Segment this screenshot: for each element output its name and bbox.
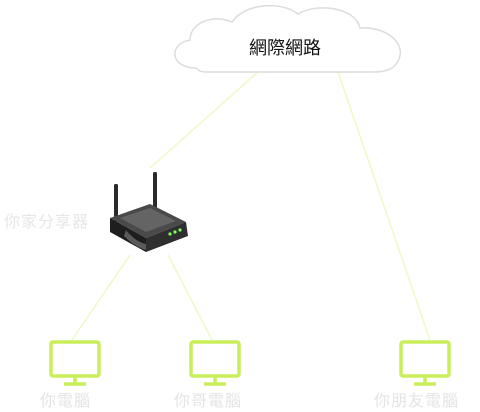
your-pc-label: 你電腦: [40, 391, 92, 410]
monitor-icon: [399, 340, 451, 386]
link-router-brother-pc: [167, 254, 213, 341]
brother-pc-label: 你哥電腦: [174, 391, 243, 410]
link-router-your-pc: [71, 254, 131, 341]
link-cloud-router: [149, 71, 259, 169]
router-label: 你家分享器: [4, 212, 90, 231]
link-cloud-friend-pc: [337, 71, 431, 341]
wireless-router-icon: [110, 172, 188, 252]
cloud-label: 網際網路: [249, 38, 321, 59]
monitor-icon: [189, 340, 241, 386]
monitor-icon: [49, 340, 101, 386]
friend-pc-label: 你朋友電腦: [374, 391, 460, 410]
cloud-icon: [174, 4, 402, 73]
connection-lines: [71, 71, 431, 341]
